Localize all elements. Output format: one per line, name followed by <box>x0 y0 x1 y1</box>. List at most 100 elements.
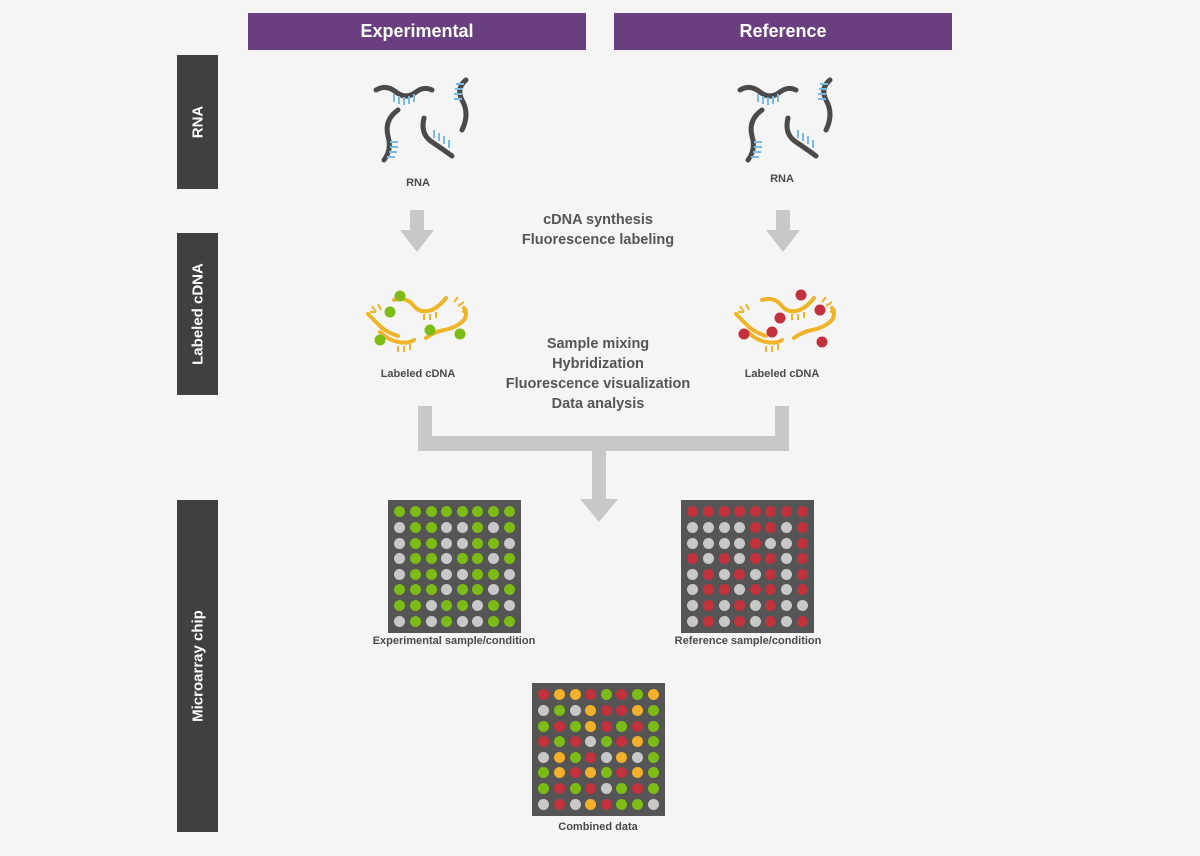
spot-yellow <box>585 720 597 732</box>
fluor-label-red <box>814 304 826 316</box>
spot-red <box>749 553 761 565</box>
spot-red <box>718 553 730 565</box>
spot-yellow <box>553 751 565 763</box>
spot-red <box>538 736 550 748</box>
fluor-label-red <box>795 289 807 301</box>
caption-cdna-right: Labeled cDNA <box>744 368 820 380</box>
spot-green <box>456 600 468 612</box>
spot-grey <box>394 615 406 627</box>
step-line: cDNA synthesis <box>543 212 653 228</box>
spot-grey <box>456 615 468 627</box>
spot-grey <box>503 568 515 580</box>
microarray-combined <box>532 683 665 816</box>
spot-grey <box>702 537 714 549</box>
spot-red <box>765 553 777 565</box>
spot-green <box>472 584 484 596</box>
arrow-down-left <box>400 210 434 252</box>
spot-red <box>632 783 644 795</box>
spot-grey <box>585 736 597 748</box>
spot-red <box>616 767 628 779</box>
caption-rna-left: RNA <box>406 177 430 189</box>
spot-green <box>488 537 500 549</box>
spot-red <box>600 704 612 716</box>
spot-red <box>796 537 808 549</box>
spot-green <box>472 553 484 565</box>
spot-grey <box>456 537 468 549</box>
spot-green <box>569 783 581 795</box>
spot-grey <box>538 704 550 716</box>
fluor-label-green <box>384 306 396 318</box>
spot-red <box>616 704 628 716</box>
spot-grey <box>687 615 699 627</box>
step-line: Hybridization <box>552 356 644 372</box>
spot-grey <box>718 537 730 549</box>
header-experimental: Experimental <box>248 13 586 50</box>
spot-red <box>702 568 714 580</box>
spot-grey <box>632 751 644 763</box>
spot-grey <box>472 615 484 627</box>
spot-red <box>749 537 761 549</box>
spot-green <box>600 767 612 779</box>
spot-grey <box>441 568 453 580</box>
spot-red <box>718 506 730 518</box>
spot-red <box>585 689 597 701</box>
spot-yellow <box>632 736 644 748</box>
spot-red <box>765 568 777 580</box>
spot-green <box>409 537 421 549</box>
spot-yellow <box>553 689 565 701</box>
spot-red <box>734 615 746 627</box>
spot-green <box>472 521 484 533</box>
spot-green <box>503 584 515 596</box>
spot-grey <box>503 600 515 612</box>
spot-green <box>488 506 500 518</box>
spot-red <box>538 689 550 701</box>
spot-grey <box>687 521 699 533</box>
spot-grey <box>503 537 515 549</box>
spot-red <box>687 553 699 565</box>
spot-yellow <box>616 751 628 763</box>
spot-grey <box>441 537 453 549</box>
spot-green <box>553 704 565 716</box>
spot-red <box>734 568 746 580</box>
spot-red <box>796 553 808 565</box>
fluor-label-red <box>738 328 750 340</box>
spot-grey <box>456 521 468 533</box>
spot-green <box>394 506 406 518</box>
spot-red <box>765 615 777 627</box>
spot-green <box>616 783 628 795</box>
spot-grey <box>425 600 437 612</box>
spot-grey <box>718 615 730 627</box>
spot-grey <box>781 600 793 612</box>
rna-strands-right <box>740 80 830 160</box>
spot-grey <box>394 521 406 533</box>
spot-grey <box>569 798 581 810</box>
spot-grey <box>472 600 484 612</box>
spot-grey <box>441 584 453 596</box>
spot-grey <box>781 537 793 549</box>
spot-red <box>796 615 808 627</box>
spot-grey <box>749 615 761 627</box>
spot-red <box>702 506 714 518</box>
spot-grey <box>488 553 500 565</box>
spot-grey <box>456 568 468 580</box>
spot-red <box>796 568 808 580</box>
spot-red <box>734 600 746 612</box>
spot-green <box>456 506 468 518</box>
spot-green <box>425 584 437 596</box>
spot-green <box>503 615 515 627</box>
spot-red <box>553 783 565 795</box>
spot-grey <box>734 521 746 533</box>
spot-green <box>425 568 437 580</box>
microarray-reference <box>681 500 814 633</box>
spot-red <box>600 720 612 732</box>
spot-green <box>632 689 644 701</box>
fluor-label-green <box>374 334 386 346</box>
spot-red <box>553 720 565 732</box>
step-line: Sample mixing <box>546 336 650 352</box>
spot-green <box>441 615 453 627</box>
spot-green <box>409 521 421 533</box>
spot-grey <box>600 783 612 795</box>
spot-red <box>765 521 777 533</box>
spot-green <box>538 720 550 732</box>
